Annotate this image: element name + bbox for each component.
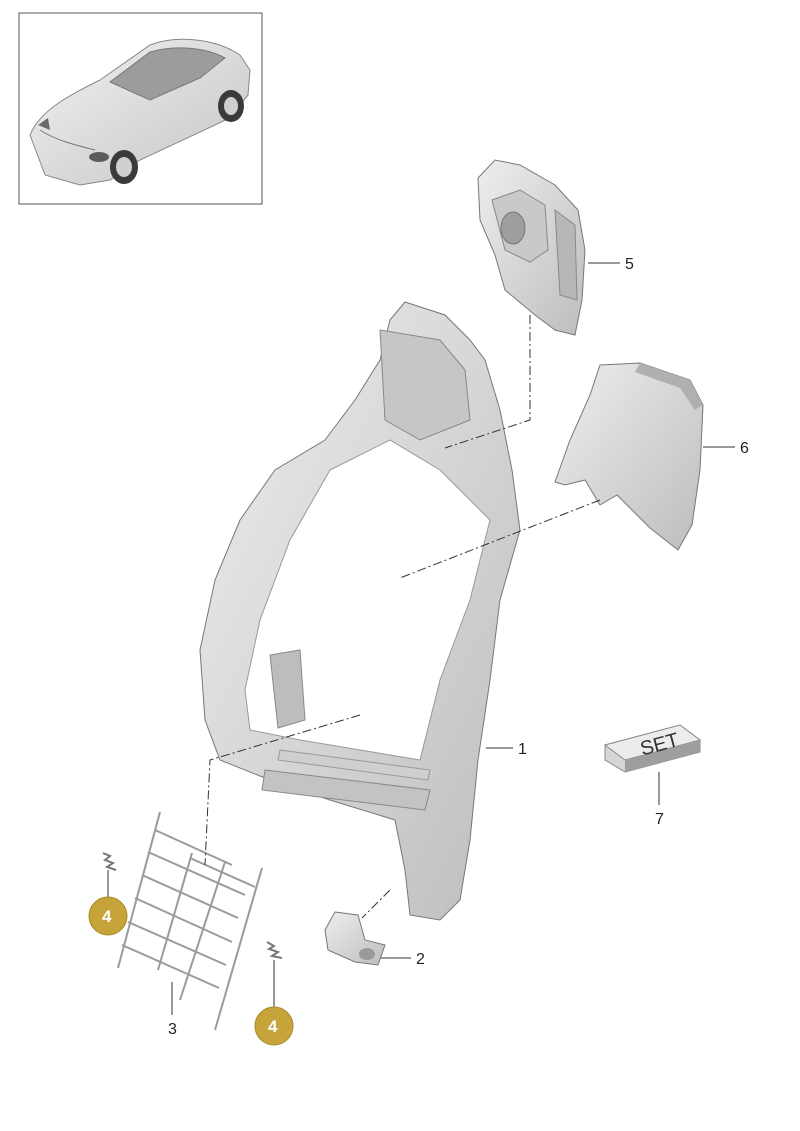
part-4-spring-left [102,852,117,871]
leader-lines [107,262,735,1015]
label-part-6: 6 [740,440,749,457]
label-part-5: 5 [625,256,634,273]
badge-label: 4 [102,907,112,926]
badge-part-4-right: 4 [254,1006,294,1046]
car-thumbnail [18,12,263,205]
label-part-2: 2 [416,951,425,968]
part-1-seat-frame [199,301,521,921]
label-part-7: 7 [655,811,664,828]
part-7-set-box: SET [603,724,702,773]
part-5-headrest-guide [477,159,586,336]
part-3-suspension-mat [117,811,263,1031]
car-image [29,38,251,186]
label-part-3: 3 [168,1021,177,1038]
part-6-back-panel [554,362,704,551]
badge-part-4-left: 4 [88,896,128,936]
assembly-lines [204,315,601,919]
badge-label: 4 [268,1017,278,1036]
label-part-1: 1 [518,741,527,758]
part-2-hinge [324,911,386,966]
part-4-spring-right [266,941,283,959]
